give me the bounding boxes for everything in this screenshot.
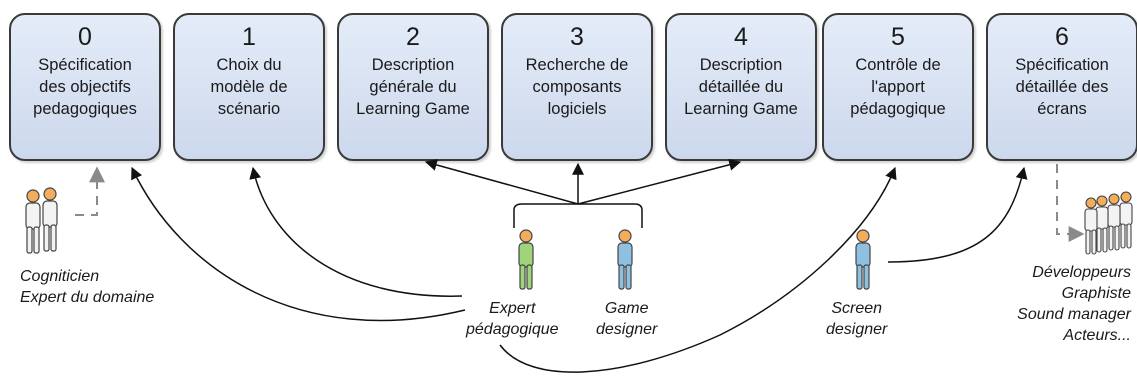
arrow-screen-step-6 xyxy=(887,166,1028,263)
step-label: Choix du modèle de scénario xyxy=(210,56,288,118)
role-dev-team-label: Développeurs Graphiste Sound manager Act… xyxy=(1017,264,1131,344)
dev-team-people-icon xyxy=(1084,191,1133,255)
step-label: Spécification des objectifs pedagogiques xyxy=(33,56,137,118)
step-label: Contrôle de l'apport pédagogique xyxy=(850,56,946,118)
step-6: 6 Spécification détaillée des écrans xyxy=(986,13,1137,161)
step-label: Spécification détaillée des écrans xyxy=(1015,56,1109,118)
step-label: Description détaillée du Learning Game xyxy=(684,56,798,118)
step-number: 6 xyxy=(1055,23,1069,51)
step-label: Recherche de composants logiciels xyxy=(525,56,629,118)
step-number: 5 xyxy=(891,23,905,51)
arrow-expert-step-1 xyxy=(249,166,463,297)
arrow-cogniticien-step-0 xyxy=(75,166,105,216)
role-cogniticien-label: Cogniticien Expert du domaine xyxy=(20,268,155,306)
expert-person-icon xyxy=(518,229,534,290)
cogniticien-people-icon xyxy=(25,187,58,254)
step-0: 0 Spécification des objectifs pedagogiqu… xyxy=(9,13,161,161)
arrow-expert-step-5 xyxy=(499,166,897,373)
step-label: Description générale du Learning Game xyxy=(356,56,470,118)
step-3: 3 Recherche de composants logiciels xyxy=(501,13,653,161)
step-number: 0 xyxy=(78,23,92,51)
step-number: 1 xyxy=(242,23,256,51)
step-1: 1 Choix du modèle de scénario xyxy=(173,13,325,161)
screen-designer-person-icon xyxy=(855,229,871,290)
step-4: 4 Description détaillée du Learning Game xyxy=(665,13,817,161)
role-screen-designer-label: Screen designer xyxy=(826,300,888,338)
arrow-team-step-4 xyxy=(577,158,742,205)
arrow-step-6-team xyxy=(1056,164,1085,242)
step-number: 4 xyxy=(734,23,748,51)
step-5: 5 Contrôle de l'apport pédagogique xyxy=(822,13,974,161)
arrow-team-step-2 xyxy=(424,159,579,205)
step-2: 2 Description générale du Learning Game xyxy=(337,13,489,161)
role-expert-label: Expert pédagogique xyxy=(466,300,559,338)
step-number: 3 xyxy=(570,23,584,51)
arrow-expert-step-0 xyxy=(131,166,466,322)
step-number: 2 xyxy=(406,23,420,51)
role-game-designer-label: Game designer xyxy=(596,300,658,338)
bracket-team xyxy=(513,203,643,228)
game-designer-person-icon xyxy=(617,229,633,290)
